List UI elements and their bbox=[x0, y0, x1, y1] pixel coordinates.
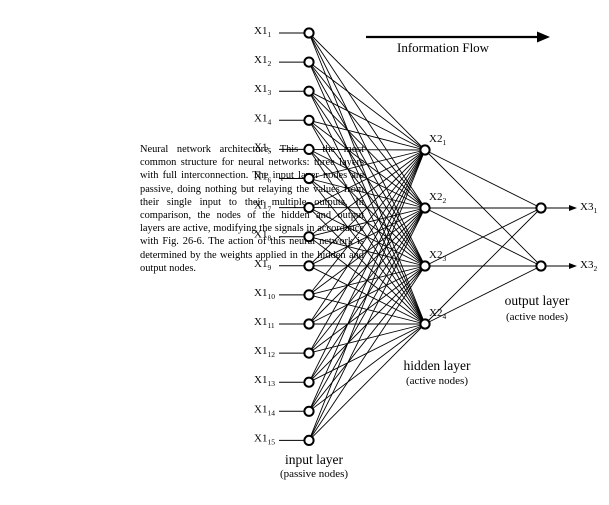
connection-x1-13-to-x2-1 bbox=[308, 149, 426, 383]
hidden-node-2 bbox=[419, 202, 431, 214]
connection-x1-14-to-x2-1 bbox=[308, 149, 426, 412]
connection-x1-15-to-x2-1 bbox=[308, 149, 426, 441]
hidden-node-1 bbox=[419, 144, 431, 156]
connection-x1-11-to-x2-1 bbox=[308, 149, 426, 325]
figure-caption: Neural network architecture. This is the… bbox=[140, 144, 364, 274]
hidden-label-2: X22 bbox=[429, 191, 446, 205]
connection-x2-4-to-x3-1 bbox=[424, 207, 542, 325]
hidden-node-3 bbox=[419, 260, 431, 272]
hidden-node-4 bbox=[419, 318, 431, 330]
connection-x1-7-to-x2-1 bbox=[308, 149, 426, 209]
connection-x1-5-to-x2-1 bbox=[308, 148, 426, 151]
hidden-label-1: X21 bbox=[429, 133, 446, 147]
connection-x2-3-to-x3-1 bbox=[424, 207, 542, 267]
input-node-3 bbox=[303, 85, 315, 97]
connections bbox=[308, 32, 542, 441]
connection-x1-15-to-x2-3 bbox=[308, 265, 426, 441]
connection-x1-14-to-x2-2 bbox=[308, 207, 426, 412]
output-layer-subtitle: (active nodes) bbox=[506, 311, 568, 323]
input-label-11: X111 bbox=[254, 316, 275, 330]
connection-x2-1-to-x3-1 bbox=[424, 149, 542, 209]
output-label-1: X31 bbox=[580, 201, 597, 215]
nodes bbox=[303, 27, 547, 446]
input-label-1: X11 bbox=[254, 25, 271, 39]
connection-x1-14-to-x2-3 bbox=[308, 265, 426, 412]
input-label-3: X13 bbox=[254, 83, 271, 97]
input-node-15 bbox=[303, 434, 315, 446]
hidden-layer-subtitle: (active nodes) bbox=[406, 375, 468, 387]
input-layer-title: input layer bbox=[285, 452, 344, 467]
input-label-5: X15 bbox=[254, 141, 271, 155]
input-node-8 bbox=[303, 231, 315, 243]
connection-x1-12-to-x2-1 bbox=[308, 149, 426, 354]
connection-x1-15-to-x2-2 bbox=[308, 207, 426, 441]
connection-x2-4-to-x3-2 bbox=[424, 265, 542, 325]
input-node-9 bbox=[303, 260, 315, 272]
input-label-2: X12 bbox=[254, 54, 271, 68]
input-label-7: X17 bbox=[254, 200, 271, 214]
input-node-2 bbox=[303, 56, 315, 68]
input-node-6 bbox=[303, 172, 315, 185]
input-node-14 bbox=[303, 405, 315, 417]
hidden-label-4: X24 bbox=[429, 307, 446, 321]
connection-x1-8-to-x2-1 bbox=[308, 149, 426, 238]
input-node-5 bbox=[303, 143, 315, 155]
output-node-1 bbox=[535, 202, 547, 214]
input-node-10 bbox=[303, 289, 315, 301]
connection-x1-15-to-x2-4 bbox=[308, 323, 426, 441]
output-label-2: X32 bbox=[580, 259, 597, 273]
input-label-12: X112 bbox=[254, 345, 275, 359]
connection-x1-3-to-x2-1 bbox=[308, 90, 426, 151]
input-layer-subtitle: (passive nodes) bbox=[280, 468, 348, 480]
input-node-11 bbox=[303, 318, 315, 330]
input-label-8: X18 bbox=[254, 229, 271, 243]
input-node-4 bbox=[303, 114, 315, 126]
connection-x1-2-to-x2-1 bbox=[308, 61, 426, 151]
input-label-9: X19 bbox=[254, 258, 271, 272]
connection-x1-4-to-x2-1 bbox=[308, 119, 426, 151]
information-flow-label: Information Flow bbox=[397, 40, 490, 55]
output-node-2 bbox=[535, 260, 547, 272]
hidden-label-3: X23 bbox=[429, 249, 446, 263]
input-label-6: X16 bbox=[254, 171, 271, 185]
input-label-10: X110 bbox=[254, 287, 275, 301]
information-flow: Information Flow bbox=[366, 31, 550, 55]
connection-x1-10-to-x2-1 bbox=[308, 149, 426, 296]
io-arrows bbox=[279, 32, 577, 441]
input-label-15: X115 bbox=[254, 432, 275, 446]
input-label-4: X14 bbox=[254, 112, 271, 126]
input-label-13: X113 bbox=[254, 374, 275, 388]
input-label-14: X114 bbox=[254, 403, 275, 417]
input-node-1 bbox=[303, 27, 315, 39]
input-node-13 bbox=[303, 376, 315, 388]
hidden-layer-title: hidden layer bbox=[403, 358, 471, 373]
connection-x1-1-to-x2-1 bbox=[308, 32, 426, 151]
connection-x1-6-to-x2-1 bbox=[308, 149, 426, 179]
output-arrowhead-1 bbox=[569, 205, 577, 211]
layer-titles: input layer (passive nodes) hidden layer… bbox=[280, 293, 570, 480]
connection-x1-14-to-x2-4 bbox=[308, 323, 426, 412]
output-layer-title: output layer bbox=[505, 293, 570, 308]
output-arrowhead-2 bbox=[569, 263, 577, 269]
information-flow-arrowhead bbox=[537, 31, 550, 43]
input-node-12 bbox=[303, 347, 315, 359]
connection-x1-9-to-x2-1 bbox=[308, 149, 426, 267]
input-node-7 bbox=[303, 202, 315, 214]
node-labels: X11X12X13X14X15X16X17X18X19X110X111X112X… bbox=[254, 25, 597, 446]
